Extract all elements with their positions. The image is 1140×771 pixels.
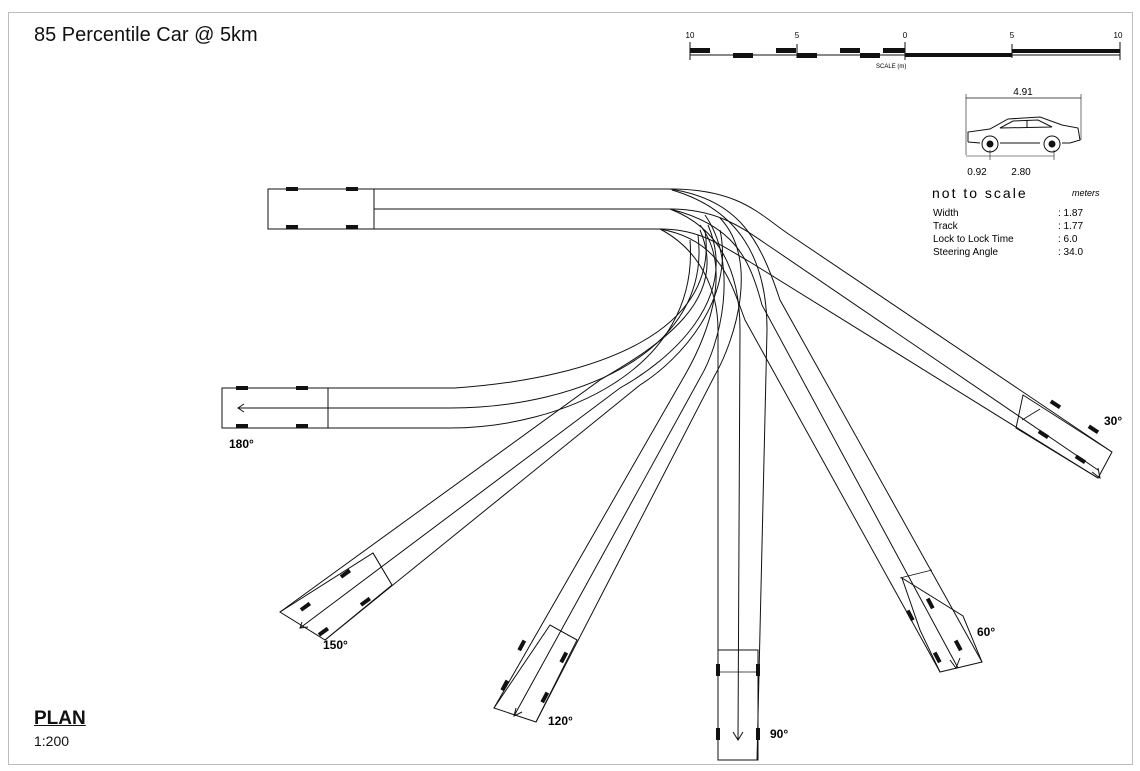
- angle-label-180: 180°: [229, 437, 254, 451]
- spec-value: : 1.77: [1058, 221, 1083, 232]
- vehicle-spec: 4.91 0.92 2.80 not to scale meters Width…: [932, 87, 1100, 258]
- angle-label-120: 120°: [548, 714, 573, 728]
- scale-label: 10: [686, 31, 695, 40]
- front-overhang: 0.92: [967, 167, 987, 178]
- wheel-marks: [236, 187, 1100, 740]
- spec-label: Width: [933, 208, 959, 219]
- drawing-frame: [8, 12, 1133, 765]
- drawing-title: 85 Percentile Car @ 5km: [34, 24, 258, 46]
- angle-label-90: 90°: [770, 727, 788, 741]
- scale-label: 5: [1010, 31, 1015, 40]
- scale-label: 5: [795, 31, 800, 40]
- start-vehicle-outline: [267, 188, 375, 230]
- spec-label: Track: [933, 221, 959, 232]
- spec-label: Lock to Lock Time: [933, 234, 1014, 245]
- spec-label: Steering Angle: [933, 247, 998, 258]
- scale-label: 0: [903, 31, 908, 40]
- wheelbase: 2.80: [1011, 167, 1031, 178]
- angle-label-60: 60°: [977, 625, 995, 639]
- swept-paths: [221, 188, 1113, 761]
- car-side-icon: [967, 116, 1081, 153]
- not-to-scale-note: not to scale: [932, 185, 1028, 201]
- spec-value: : 6.0: [1058, 234, 1078, 245]
- overall-length: 4.91: [1013, 87, 1033, 98]
- angle-label-150: 150°: [323, 638, 348, 652]
- units-label: meters: [1072, 188, 1100, 198]
- angle-label-30: 30°: [1104, 414, 1122, 428]
- scale-bar: 10 5 0 5 10 SCALE (m): [686, 31, 1123, 70]
- spec-value: : 1.87: [1058, 208, 1083, 219]
- scale-caption: SCALE (m): [876, 64, 906, 70]
- direction-arrows: [237, 403, 1101, 741]
- scale-label: 10: [1114, 31, 1123, 40]
- spec-value: : 34.0: [1058, 247, 1083, 258]
- plan-scale: 1:200: [34, 733, 70, 749]
- vehicle-90: [717, 649, 759, 761]
- plan-label: PLAN: [34, 708, 86, 729]
